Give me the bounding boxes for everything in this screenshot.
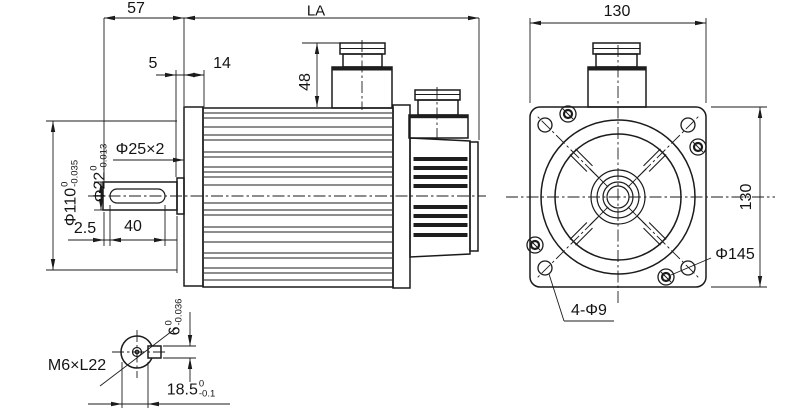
encoder-housing bbox=[409, 137, 471, 258]
encoder-end-cap bbox=[469, 141, 479, 252]
dim-mounting-holes: 4-Φ9 bbox=[571, 302, 607, 319]
dim-flange-height: 130 bbox=[738, 183, 755, 211]
centerlines bbox=[88, 40, 775, 378]
dim-key-offset: 2.5 bbox=[73, 220, 97, 237]
phi110-tolerance: 0-0.035 bbox=[59, 159, 81, 187]
dimension-lines bbox=[46, 17, 767, 408]
dim-shoulder-length: 5 bbox=[148, 55, 158, 72]
dim-bolt-circle: Φ145 bbox=[715, 246, 755, 263]
rear-band bbox=[392, 104, 411, 289]
dim-key-length: 40 bbox=[124, 218, 142, 235]
phi22-tolerance: 0-0.013 bbox=[88, 143, 110, 171]
dim-shaft-extension: 57 bbox=[127, 0, 145, 17]
dim-body-length: LA bbox=[306, 2, 326, 20]
cover-screws bbox=[526, 105, 707, 286]
key-width-tolerance: 0-0.036 bbox=[163, 298, 185, 326]
label-shaft-thread: M6×L22 bbox=[47, 357, 107, 374]
mounting-holes bbox=[537, 117, 696, 276]
encoder-connector bbox=[408, 89, 469, 139]
dim-flange-width: 130 bbox=[603, 3, 631, 20]
dim-shoulder-diameter: Φ25×2 bbox=[115, 141, 165, 158]
front-flange bbox=[183, 106, 204, 287]
cooling-fins bbox=[204, 112, 392, 281]
dim-front-step: 14 bbox=[213, 55, 231, 72]
arrowheads bbox=[50, 15, 763, 407]
rib-slots bbox=[569, 148, 667, 246]
dim-connector-height: 48 bbox=[297, 73, 314, 91]
flange-connector bbox=[587, 42, 647, 108]
key-height-tolerance: 0-0.1 bbox=[198, 378, 216, 400]
